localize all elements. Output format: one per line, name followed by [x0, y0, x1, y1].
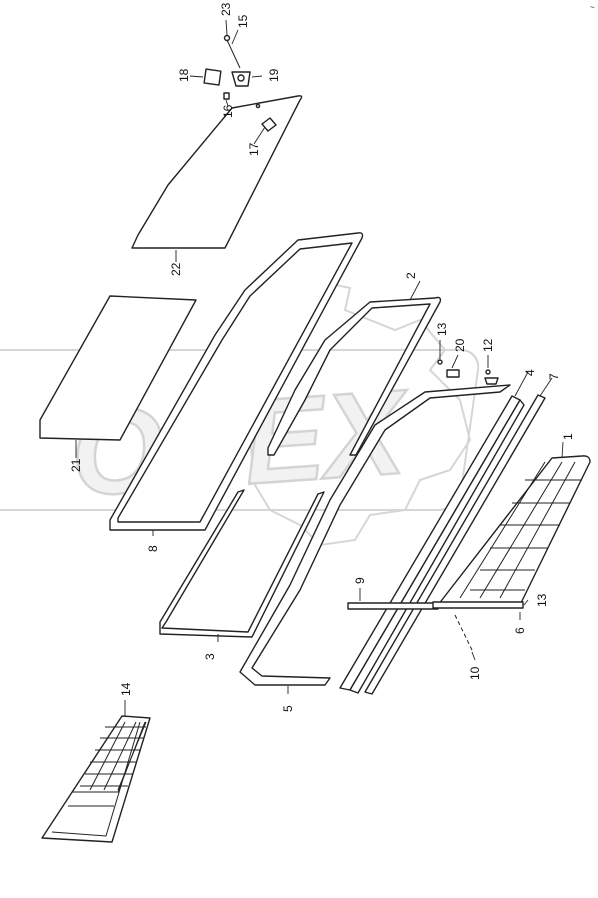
part-14-vent-panel [41, 715, 151, 843]
corner-mark: ~ [590, 3, 595, 12]
latch-hardware [203, 34, 277, 132]
callout-13-upper: 13 [435, 322, 449, 336]
callout-16: 16 [221, 104, 235, 118]
callout-21: 21 [69, 458, 83, 472]
callout-12: 12 [481, 338, 495, 352]
callout-1: 1 [561, 433, 575, 440]
callout-3: 3 [203, 653, 217, 660]
part-7-rail [364, 394, 546, 695]
callout-9: 9 [353, 577, 367, 584]
part-1-grille [432, 455, 591, 609]
callout-17: 17 [247, 142, 261, 156]
callout-22: 22 [169, 262, 183, 276]
callout-14: 14 [119, 682, 133, 696]
callout-15: 15 [236, 14, 250, 28]
callout-7: 7 [547, 373, 561, 380]
small-parts-upper [437, 359, 499, 385]
part-3-gasket [159, 489, 325, 638]
leader-lines [75, 19, 564, 716]
part-9-rod [347, 602, 439, 610]
callout-8: 8 [146, 545, 160, 552]
callout-4: 4 [523, 369, 537, 376]
callout-10: 10 [468, 666, 482, 680]
part-5-seal [239, 384, 511, 686]
part-21-lower-glass [39, 295, 197, 441]
callout-5: 5 [281, 705, 295, 712]
callouts: 23 15 18 19 16 17 22 2 13 20 12 4 7 1 21… [69, 2, 575, 712]
part-4-rail [339, 395, 525, 694]
callout-20: 20 [453, 338, 467, 352]
callout-6: 6 [513, 627, 527, 634]
part-22-upper-glass [131, 95, 303, 249]
part-8-frame [109, 232, 364, 531]
callout-18: 18 [177, 68, 191, 82]
callout-13-lower: 13 [535, 593, 549, 607]
callout-2: 2 [404, 272, 418, 279]
part-2-door-frame [267, 296, 442, 456]
part-10-pin [454, 614, 473, 651]
callout-19: 19 [267, 68, 281, 82]
callout-23: 23 [219, 2, 233, 16]
